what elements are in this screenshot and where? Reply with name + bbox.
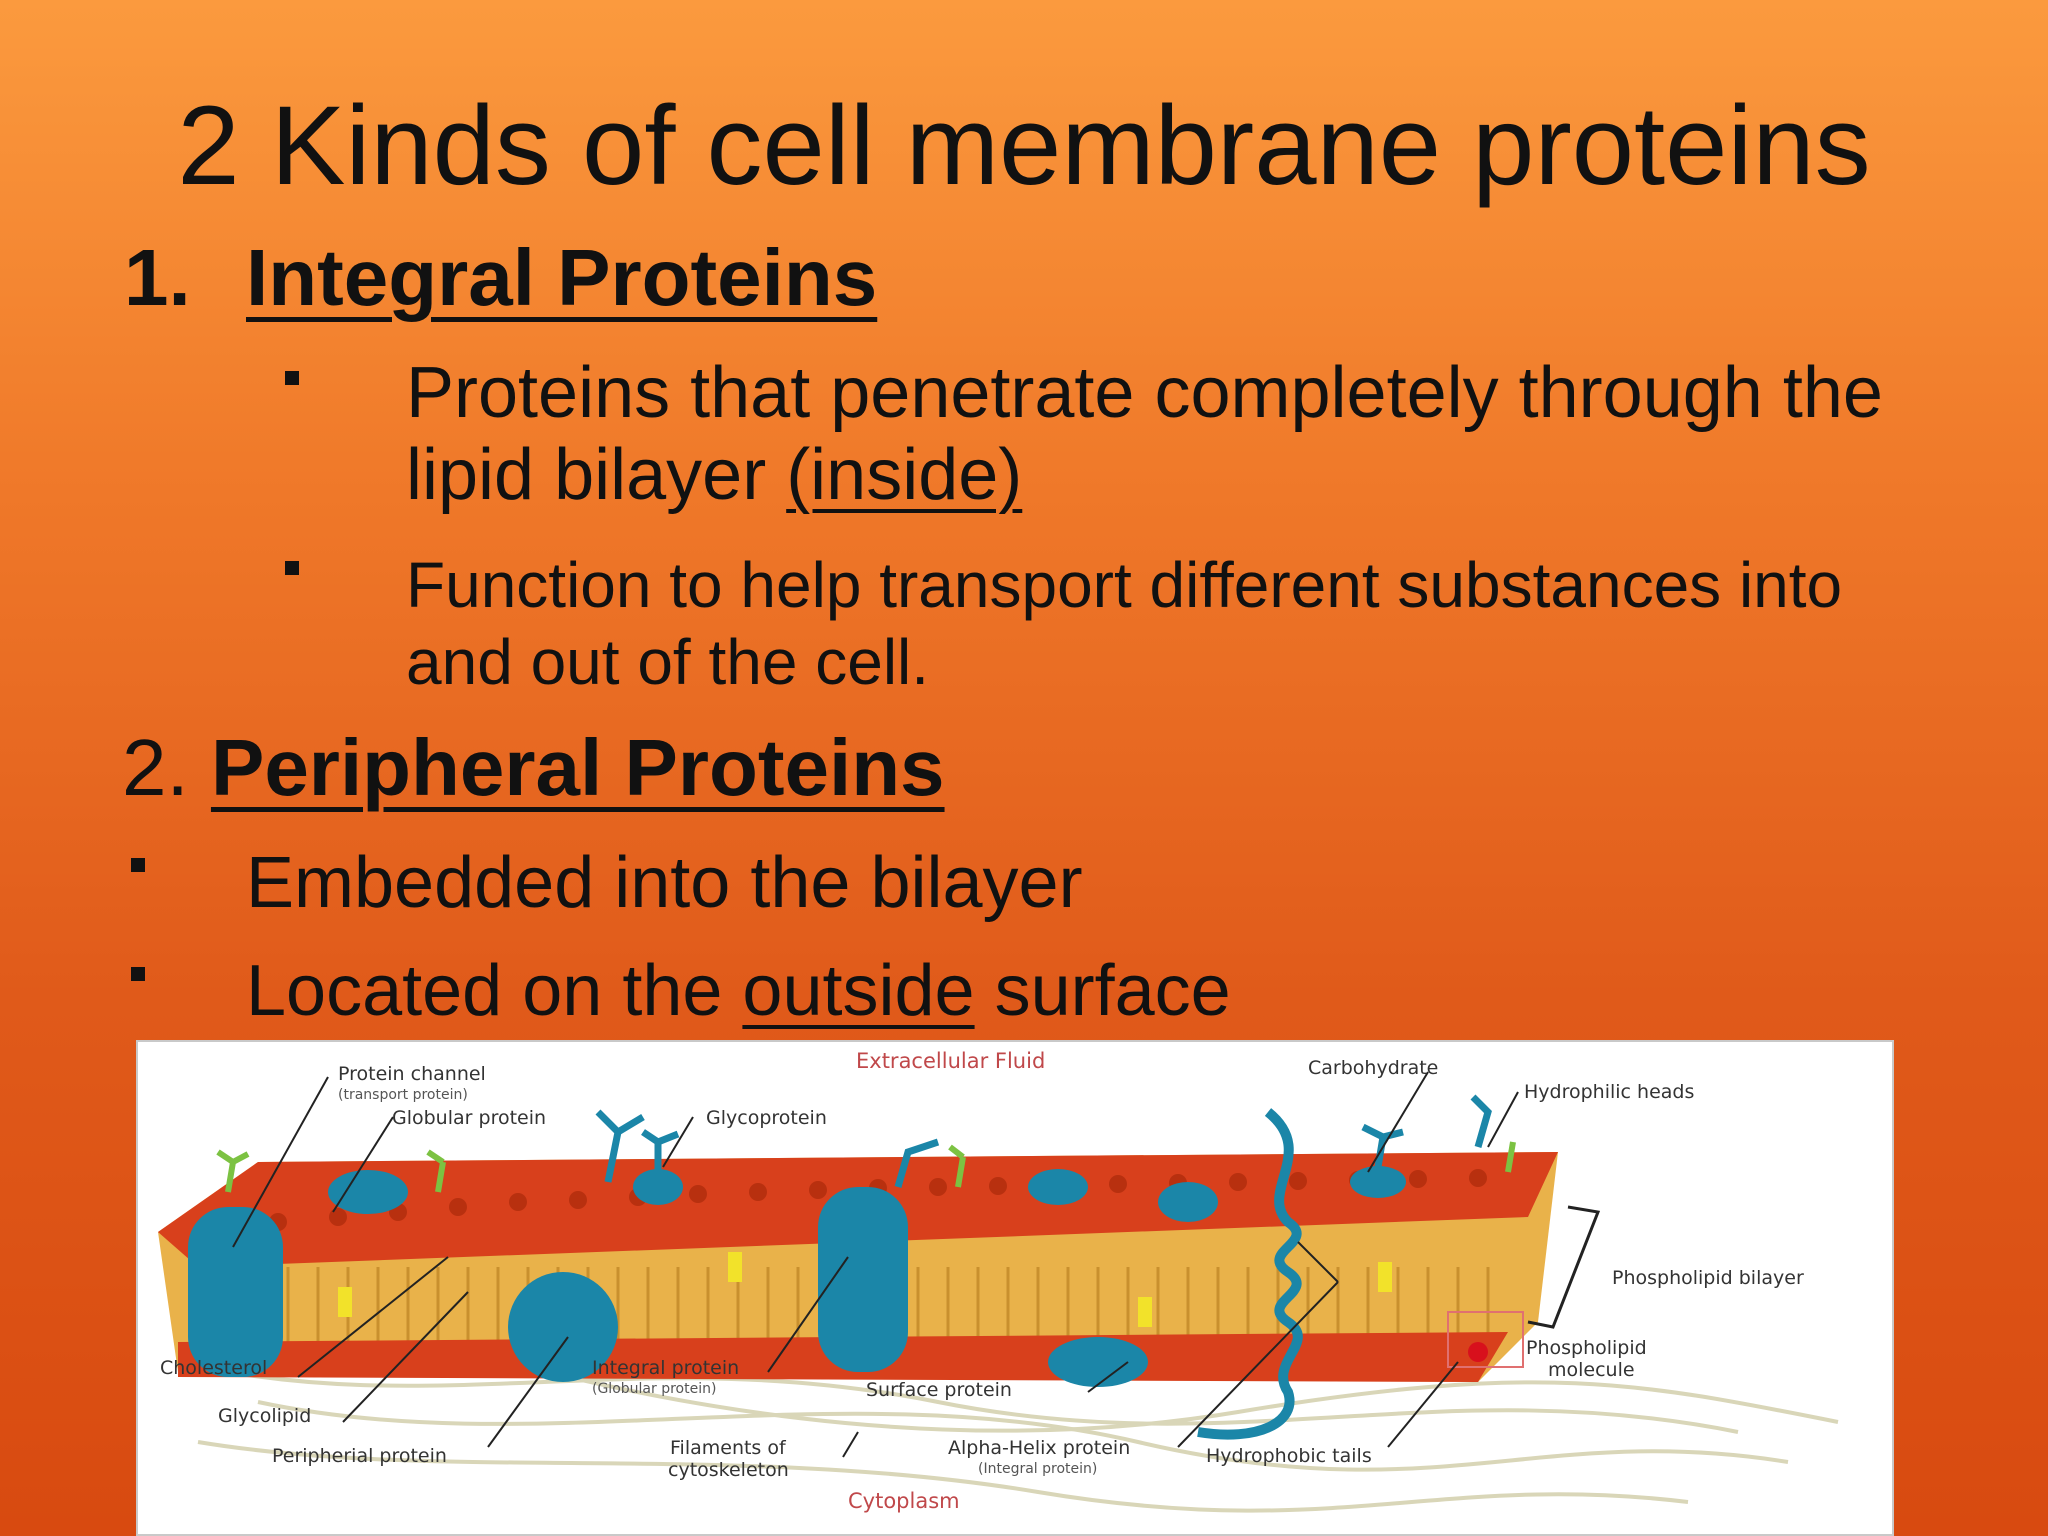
membrane-proteins bbox=[188, 1166, 1406, 1387]
section-1-number: 1. bbox=[124, 233, 191, 322]
alpha-helix-sub-label: (Integral protein) bbox=[978, 1461, 1098, 1477]
section-2-number: 2. bbox=[122, 723, 211, 812]
section-2-heading: 2. Peripheral Proteins bbox=[122, 728, 945, 808]
section-2-title: Peripheral Proteins bbox=[210, 723, 945, 812]
glycoprotein-label: Glycoprotein bbox=[706, 1107, 827, 1129]
globular-protein-label: Globular protein bbox=[392, 1107, 547, 1129]
glycolipid-label: Glycolipid bbox=[218, 1405, 312, 1427]
carbohydrate-chains bbox=[595, 1094, 1492, 1188]
cholesterol-molecules bbox=[338, 1252, 1392, 1327]
section-1-bullet-1-underlined: (inside) bbox=[786, 435, 1023, 516]
phospholipid-bilayer-label: Phospholipid bilayer bbox=[1612, 1267, 1804, 1289]
hydrophilic-heads-label: Hydrophilic heads bbox=[1524, 1081, 1695, 1103]
extracellular-fluid-label: Extracellular Fluid bbox=[856, 1049, 1046, 1073]
section-2-bullet-2-underlined: outside bbox=[742, 951, 975, 1031]
glycolipids bbox=[216, 1141, 1516, 1193]
alpha-helix-label: Alpha-Helix protein bbox=[948, 1437, 1131, 1459]
section-2-bullet-1: Embedded into the bilayer bbox=[246, 843, 1083, 923]
section-1-bullet-1: Proteins that penetrate completely throu… bbox=[406, 352, 2006, 516]
bullet-icon bbox=[131, 858, 145, 872]
section-1-heading: 1.Integral Proteins bbox=[124, 238, 877, 318]
cell-membrane-diagram: Extracellular Fluid Protein channel (tra… bbox=[136, 1040, 1894, 1536]
protein-channel-sub-label: (transport protein) bbox=[338, 1087, 468, 1103]
cholesterol-label: Cholesterol bbox=[160, 1357, 268, 1379]
integral-protein-label: Integral protein bbox=[592, 1357, 740, 1379]
bilayer-bracket bbox=[1527, 1205, 1601, 1329]
membrane-illustration bbox=[158, 1071, 1839, 1513]
alpha-helix-protein bbox=[1197, 1108, 1303, 1440]
carbohydrate-label: Carbohydrate bbox=[1308, 1057, 1439, 1079]
section-1-bullet-1-text: Proteins that penetrate completely throu… bbox=[406, 353, 1883, 516]
bullet-icon bbox=[131, 967, 145, 981]
integral-protein-sub-label: (Globular protein) bbox=[592, 1381, 717, 1397]
bullet-icon bbox=[285, 371, 299, 385]
peripherial-protein-label: Peripherial protein bbox=[272, 1445, 447, 1467]
section-2-bullet-2-after: surface bbox=[974, 951, 1231, 1031]
section-2-bullet-2: Located on the outside surface bbox=[246, 950, 1231, 1032]
phospholipid-head bbox=[1468, 1342, 1488, 1362]
section-1-title: Integral Proteins bbox=[246, 233, 878, 322]
section-2-bullet-2-text: Located on the bbox=[246, 951, 743, 1031]
section-1-bullet-2: Function to help transport different sub… bbox=[406, 549, 1843, 698]
bullet-icon bbox=[285, 561, 299, 575]
cytoplasm-label: Cytoplasm bbox=[848, 1489, 960, 1513]
protein-channel-label: Protein channel bbox=[338, 1063, 486, 1085]
phospholipid-molecule-label-2: molecule bbox=[1548, 1359, 1635, 1381]
filaments-label-2: cytoskeleton bbox=[668, 1459, 789, 1481]
phospholipid-molecule-box bbox=[1447, 1311, 1524, 1368]
phospholipid-molecule-label-1: Phospholipid bbox=[1526, 1337, 1647, 1359]
filaments-label-1: Filaments of bbox=[670, 1437, 786, 1459]
surface-protein-label: Surface protein bbox=[866, 1379, 1012, 1401]
leader-lines bbox=[232, 1071, 1519, 1458]
hydrophobic-tails-label: Hydrophobic tails bbox=[1206, 1445, 1372, 1467]
slide-title: 2 Kinds of cell membrane proteins bbox=[177, 83, 1871, 208]
